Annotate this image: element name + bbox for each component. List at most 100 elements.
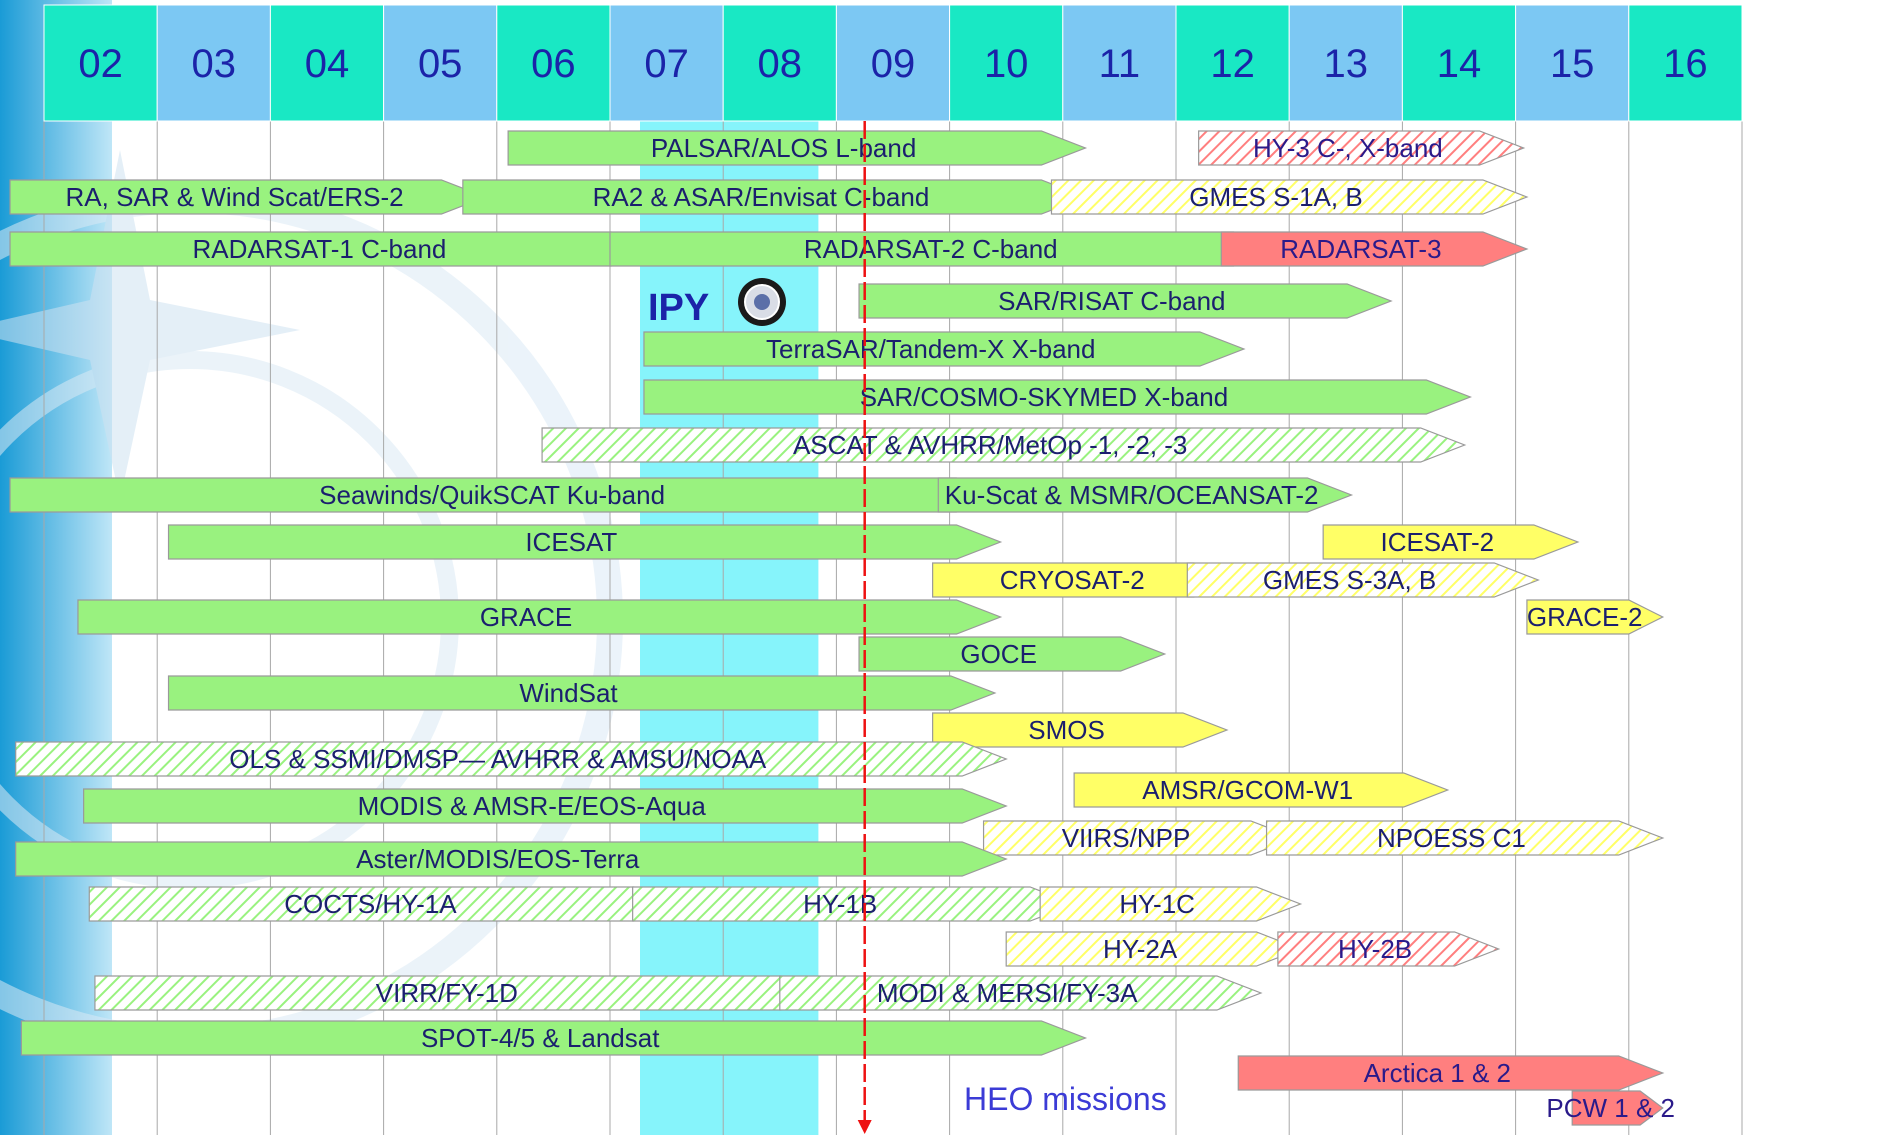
mission-bar-shape bbox=[643, 379, 1472, 415]
mission-bar: PCW 1 & 2 bbox=[1546, 1090, 1675, 1126]
ipy-label: IPY bbox=[648, 287, 709, 329]
mission-label: PALSAR/ALOS L-band bbox=[651, 133, 916, 163]
mission-bar-shape bbox=[167, 524, 1003, 560]
mission-label: NPOESS C1 bbox=[1377, 823, 1526, 853]
mission-label: RADARSAT-3 bbox=[1280, 234, 1441, 264]
mission-bar-shape bbox=[937, 477, 1354, 513]
mission-bar-shape bbox=[932, 712, 1229, 748]
year-header-label: 02 bbox=[78, 42, 123, 86]
mission-label: ASCAT & AVHRR/MetOp -1, -2, -3 bbox=[793, 430, 1187, 460]
mission-bar-shape bbox=[15, 841, 1008, 877]
mission-bar-shape bbox=[1073, 772, 1450, 808]
mission-label: GRACE-2 bbox=[1527, 602, 1643, 632]
mission-bar: VIRR/FY-1D bbox=[94, 975, 827, 1011]
year-header-label: 15 bbox=[1550, 42, 1595, 86]
mission-label: Seawinds/QuikSCAT Ku-band bbox=[319, 480, 665, 510]
year-header-cell bbox=[43, 4, 158, 122]
year-header-cell bbox=[949, 4, 1064, 122]
mission-label: HY-1C bbox=[1119, 889, 1195, 919]
mission-bar: HY-2A bbox=[1005, 931, 1303, 967]
mission-bar-shape bbox=[1198, 130, 1526, 166]
year-header-cell bbox=[269, 4, 385, 122]
mission-bar-shape bbox=[1571, 1090, 1664, 1126]
mission-label: Aster/MODIS/EOS-Terra bbox=[356, 844, 640, 874]
mission-bar: HY-1C bbox=[1039, 886, 1303, 922]
year-header-cell bbox=[722, 4, 837, 122]
mission-label: SAR/RISAT C-band bbox=[998, 286, 1225, 316]
ipy-logo-icon bbox=[738, 278, 786, 326]
mission-bar: TerraSAR/Tandem-X X-band bbox=[643, 331, 1246, 367]
mission-bar: RA, SAR & Wind Scat/ERS-2 bbox=[9, 179, 488, 215]
mission-bar-shape bbox=[1039, 886, 1303, 922]
mission-label: GMES S-1A, B bbox=[1189, 182, 1362, 212]
mission-bar-shape bbox=[1277, 931, 1501, 967]
year-header-cell bbox=[835, 4, 951, 122]
mission-bar-shape bbox=[1186, 562, 1540, 598]
mission-bar: PALSAR/ALOS L-band bbox=[507, 130, 1088, 166]
mission-label: HY-1B bbox=[803, 889, 877, 919]
mission-label: MODI & MERSI/FY-3A bbox=[877, 978, 1138, 1008]
mission-bar: ICESAT bbox=[167, 524, 1003, 560]
year-header-label: 06 bbox=[531, 42, 576, 86]
mission-label: HY-2A bbox=[1103, 934, 1178, 964]
year-header-label: 14 bbox=[1437, 42, 1482, 86]
year-header-label: 07 bbox=[644, 42, 689, 86]
mission-label: OLS & SSMI/DMSP— AVHRR & AMSU/NOAA bbox=[229, 744, 767, 774]
mission-bar-shape bbox=[1322, 524, 1580, 560]
year-header-cell bbox=[1515, 4, 1630, 122]
mission-bar-shape bbox=[1526, 599, 1665, 635]
mission-bar: RADARSAT-3 bbox=[1220, 231, 1529, 267]
mission-label: Ku-Scat & MSMR/OCEANSAT-2 bbox=[945, 480, 1319, 510]
mission-label: RADARSAT-2 C-band bbox=[804, 234, 1058, 264]
year-header-label: 16 bbox=[1663, 42, 1708, 86]
mission-bar: Seawinds/QuikSCAT Ku-band bbox=[9, 477, 1003, 513]
mission-bar: GMES S-1A, B bbox=[1050, 179, 1529, 215]
mission-bar: GRACE bbox=[77, 599, 1003, 635]
mission-label: Arctica 1 & 2 bbox=[1364, 1058, 1511, 1088]
mission-bar: Aster/MODIS/EOS-Terra bbox=[15, 841, 1008, 877]
mission-bar-shape bbox=[1050, 179, 1529, 215]
mission-label: SPOT-4/5 & Landsat bbox=[421, 1023, 660, 1053]
mission-bar-shape bbox=[15, 741, 1008, 777]
mission-label: ICESAT-2 bbox=[1380, 527, 1494, 557]
year-header-cell bbox=[1175, 4, 1290, 122]
mission-label: WindSat bbox=[519, 678, 618, 708]
mission-bar-shape bbox=[1220, 231, 1529, 267]
mission-bar-shape bbox=[1237, 1055, 1665, 1091]
mission-bar-shape bbox=[1265, 820, 1665, 856]
mission-bar: RADARSAT-2 C-band bbox=[609, 231, 1280, 267]
mission-bar: OLS & SSMI/DMSP— AVHRR & AMSU/NOAA bbox=[15, 741, 1008, 777]
mission-label: SAR/COSMO-SKYMED X-band bbox=[860, 382, 1228, 412]
year-header-label: 05 bbox=[418, 42, 463, 86]
mission-bar: SAR/COSMO-SKYMED X-band bbox=[643, 379, 1472, 415]
mission-label: TerraSAR/Tandem-X X-band bbox=[766, 334, 1095, 364]
current-date-arrowhead bbox=[857, 1120, 872, 1134]
mission-bar: VIIRS/NPP bbox=[982, 820, 1297, 856]
mission-bar: GMES S-3A, B bbox=[1186, 562, 1540, 598]
mission-label: HY-3 C-, X-band bbox=[1253, 133, 1443, 163]
mission-label: AMSR/GCOM-W1 bbox=[1142, 775, 1353, 805]
mission-bar: COCTS/HY-1A bbox=[88, 886, 680, 922]
mission-label: GMES S-3A, B bbox=[1263, 565, 1436, 595]
mission-bar-shape bbox=[83, 788, 1008, 824]
mission-label: MODIS & AMSR-E/EOS-Aqua bbox=[358, 791, 707, 821]
year-header-label: 10 bbox=[984, 42, 1029, 86]
mission-bar-shape bbox=[643, 331, 1246, 367]
mission-bar: SAR/RISAT C-band bbox=[858, 283, 1393, 319]
year-header-label: 12 bbox=[1210, 42, 1255, 86]
year-header-cell bbox=[609, 4, 724, 122]
mission-label: VIRR/FY-1D bbox=[376, 978, 518, 1008]
mission-label: RA, SAR & Wind Scat/ERS-2 bbox=[66, 182, 404, 212]
mission-bar: Ku-Scat & MSMR/OCEANSAT-2 bbox=[937, 477, 1354, 513]
mission-label: ICESAT bbox=[525, 527, 617, 557]
mission-bar: ICESAT-2 bbox=[1322, 524, 1580, 560]
mission-bar: MODIS & AMSR-E/EOS-Aqua bbox=[83, 788, 1008, 824]
mission-bar: WindSat bbox=[167, 675, 997, 711]
mission-label: PCW 1 & 2 bbox=[1546, 1093, 1675, 1123]
heo-missions-label: HEO missions bbox=[964, 1081, 1167, 1117]
year-header-cell bbox=[496, 4, 611, 122]
mission-bar: SPOT-4/5 & Landsat bbox=[20, 1020, 1088, 1056]
mission-bar: GRACE-2 bbox=[1526, 599, 1665, 635]
